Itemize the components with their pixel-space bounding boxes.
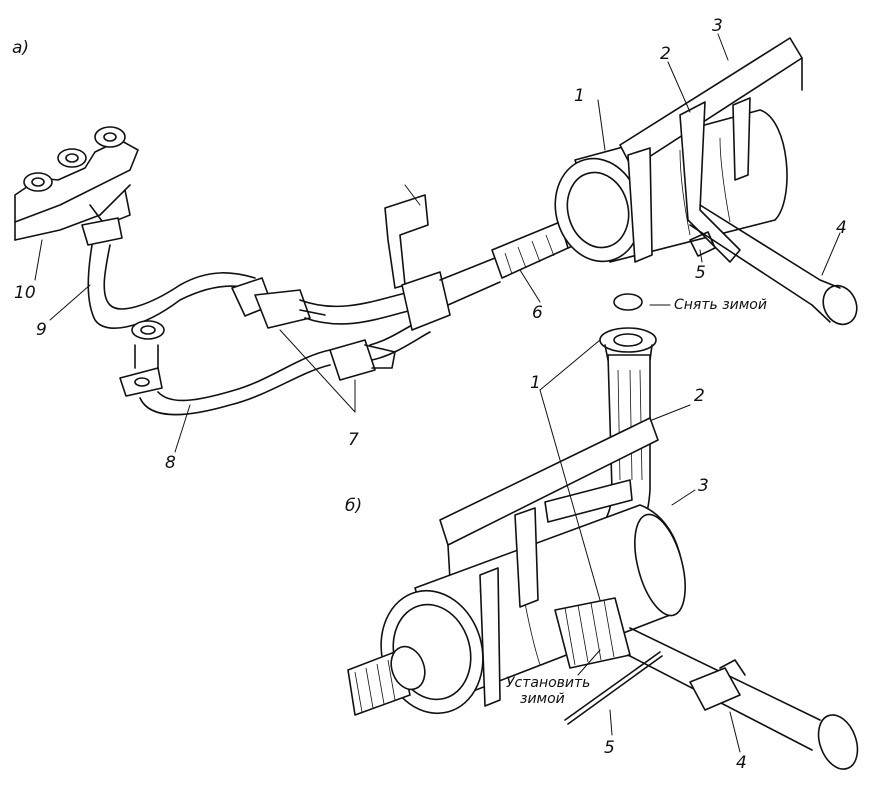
rod-5-b xyxy=(564,651,661,721)
part-label-3-b: 3 xyxy=(698,476,709,496)
leader-lines-b xyxy=(539,304,741,753)
part-label-1-b: 1 xyxy=(530,373,541,393)
clamps-7 xyxy=(231,277,396,381)
inlet-pipe-b xyxy=(347,645,426,716)
front-pipe-8 xyxy=(119,320,331,416)
note-remove-in-winter: Снять зимой xyxy=(674,297,767,313)
pipe-5-a xyxy=(689,231,716,257)
leader-lines-a xyxy=(34,33,841,453)
part-label-3-a: 3 xyxy=(712,16,723,36)
part-label-1-a: 1 xyxy=(574,86,585,106)
part-label-4-a: 4 xyxy=(836,218,847,238)
part-label-5-a: 5 xyxy=(695,263,706,283)
view-a-label: a) xyxy=(12,38,30,58)
part-label-7-a: 7 xyxy=(348,430,359,450)
part-label-5-b: 5 xyxy=(604,738,615,758)
body-panel-b xyxy=(439,417,659,581)
tailpipe-a xyxy=(689,204,858,326)
part-label-2-b: 2 xyxy=(694,386,705,406)
corrugated-connection xyxy=(554,597,631,669)
hanger-2-a xyxy=(679,101,741,263)
part-label-6-a: 6 xyxy=(532,303,543,323)
note-install-in-winter-line2: зимой xyxy=(520,691,565,707)
front-pipe-9 xyxy=(87,244,256,329)
part-label-4-b: 4 xyxy=(736,753,747,773)
part-label-8-a: 8 xyxy=(165,453,176,473)
part-label-9-a: 9 xyxy=(36,320,47,340)
tailpipe-b xyxy=(627,627,859,770)
note-install-in-winter-line1: Установить xyxy=(506,675,591,691)
view-b-drawing xyxy=(347,293,859,770)
part-label-10-a: 10 xyxy=(14,283,36,303)
exhaust-manifold xyxy=(14,126,139,246)
view-a-drawing xyxy=(14,37,858,416)
view-b-label: б) xyxy=(345,496,363,516)
part-label-2-a: 2 xyxy=(660,44,671,64)
